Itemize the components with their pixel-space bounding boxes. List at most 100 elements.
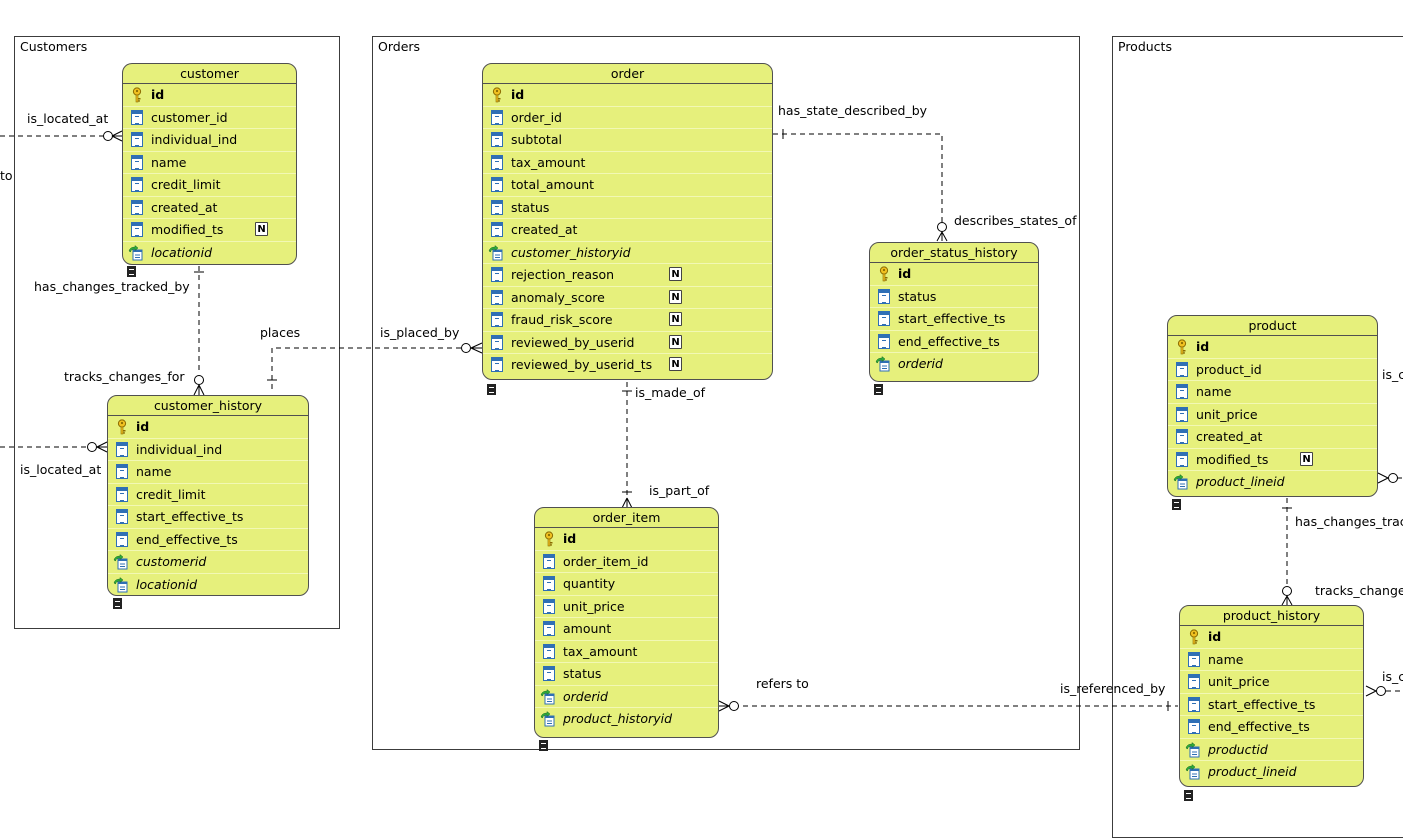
document-icon[interactable] [1172,499,1181,510]
column-productid[interactable]: productid [1180,739,1363,761]
column-name: start_effective_ts [898,311,1006,326]
column-name: locationid [136,576,198,592]
foreign-key-icon [113,553,128,570]
column-id[interactable]: id [108,416,308,439]
column-id[interactable]: id [1180,626,1363,649]
column-total-amount[interactable]: total_amount [483,174,772,197]
column-icon [491,154,503,170]
column-product-id[interactable]: product_id [1168,359,1377,381]
label-to-fragment: to [0,168,13,183]
entity-title: order_status_history [870,243,1038,263]
column-name: subtotal [511,132,562,147]
document-icon[interactable] [874,384,883,395]
column-status[interactable]: status [483,197,772,219]
column-individual-ind[interactable]: individual_ind [108,439,308,461]
column-id[interactable]: id [870,263,1038,286]
document-icon[interactable] [113,598,122,609]
column-order-item-id[interactable]: order_item_id [535,551,718,573]
column-credit-limit[interactable]: credit_limit [123,174,296,197]
column-icon [131,199,143,215]
column-order-id[interactable]: order_id [483,107,772,129]
column-unit-price[interactable]: unit_price [1180,671,1363,694]
column-tax-amount[interactable]: tax_amount [483,152,772,174]
column-created-at[interactable]: created_at [483,219,772,242]
column-end-effective-ts[interactable]: end_effective_ts [870,331,1038,353]
column-amount[interactable]: amount [535,618,718,641]
column-name: product_lineid [1196,474,1285,489]
column-id[interactable]: id [123,84,296,107]
column-orderid[interactable]: orderid [870,353,1038,375]
document-icon[interactable] [1184,790,1193,801]
column-individual-ind[interactable]: individual_ind [123,129,296,152]
column-id[interactable]: id [483,84,772,107]
document-icon[interactable] [539,740,548,751]
document-icon[interactable] [487,384,496,395]
column-start-effective-ts[interactable]: start_effective_ts [1180,694,1363,716]
column-name: id [1208,629,1222,644]
column-created-at[interactable]: created_at [123,197,296,219]
label-product-right-bottom: is_c [1382,669,1403,684]
column-name: id [1196,339,1210,354]
column-subtotal[interactable]: subtotal [483,129,772,152]
column-id[interactable]: id [1168,336,1377,359]
column-orderid[interactable]: orderid [535,686,718,708]
column-name[interactable]: name [1168,381,1377,404]
column-icon [491,109,503,125]
column-name: status [511,199,550,215]
column-id[interactable]: id [535,528,718,551]
primary-key-icon [878,266,890,282]
column-name: tax_amount [563,643,638,659]
column-name[interactable]: name [123,152,296,174]
column-name: end_effective_ts [898,333,1000,349]
column-quantity[interactable]: quantity [535,573,718,596]
column-name[interactable]: name [108,461,308,484]
column-customer-id[interactable]: customer_id [123,107,296,129]
column-locationid[interactable]: locationid [108,574,308,596]
column-name[interactable]: name [1180,649,1363,671]
column-icon [543,621,555,636]
column-icon [116,509,128,524]
column-name: order_item_id [563,553,649,569]
foreign-key-icon [113,576,128,592]
column-start-effective-ts[interactable]: start_effective_ts [870,308,1038,331]
column-tax-amount[interactable]: tax_amount [535,641,718,663]
column-name: name [1196,384,1232,399]
column-product-historyid[interactable]: product_historyid [535,708,718,730]
column-status[interactable]: status [535,663,718,686]
column-start-effective-ts[interactable]: start_effective_ts [108,506,308,529]
column-icon [491,289,503,305]
entity-title: product [1168,316,1377,336]
column-end-effective-ts[interactable]: end_effective_ts [108,529,308,551]
column-created-at[interactable]: created_at [1168,426,1377,449]
column-product-lineid[interactable]: product_lineid [1180,761,1363,783]
column-customerid[interactable]: customerid [108,551,308,574]
column-end-effective-ts[interactable]: end_effective_ts [1180,716,1363,739]
column-icon [491,357,503,372]
primary-key-icon [491,87,503,103]
column-icon [543,553,555,569]
entity-title: customer [123,64,296,84]
column-credit-limit[interactable]: credit_limit [108,484,308,506]
document-icon[interactable] [127,266,136,277]
column-unit-price[interactable]: unit_price [535,596,718,618]
column-customer-historyid[interactable]: customer_historyid [483,242,772,264]
column-product-lineid[interactable]: product_lineid [1168,471,1377,493]
column-locationid[interactable]: locationid [123,242,296,264]
column-unit-price[interactable]: unit_price [1168,404,1377,426]
column-status[interactable]: status [870,286,1038,308]
column-icon [116,441,128,457]
